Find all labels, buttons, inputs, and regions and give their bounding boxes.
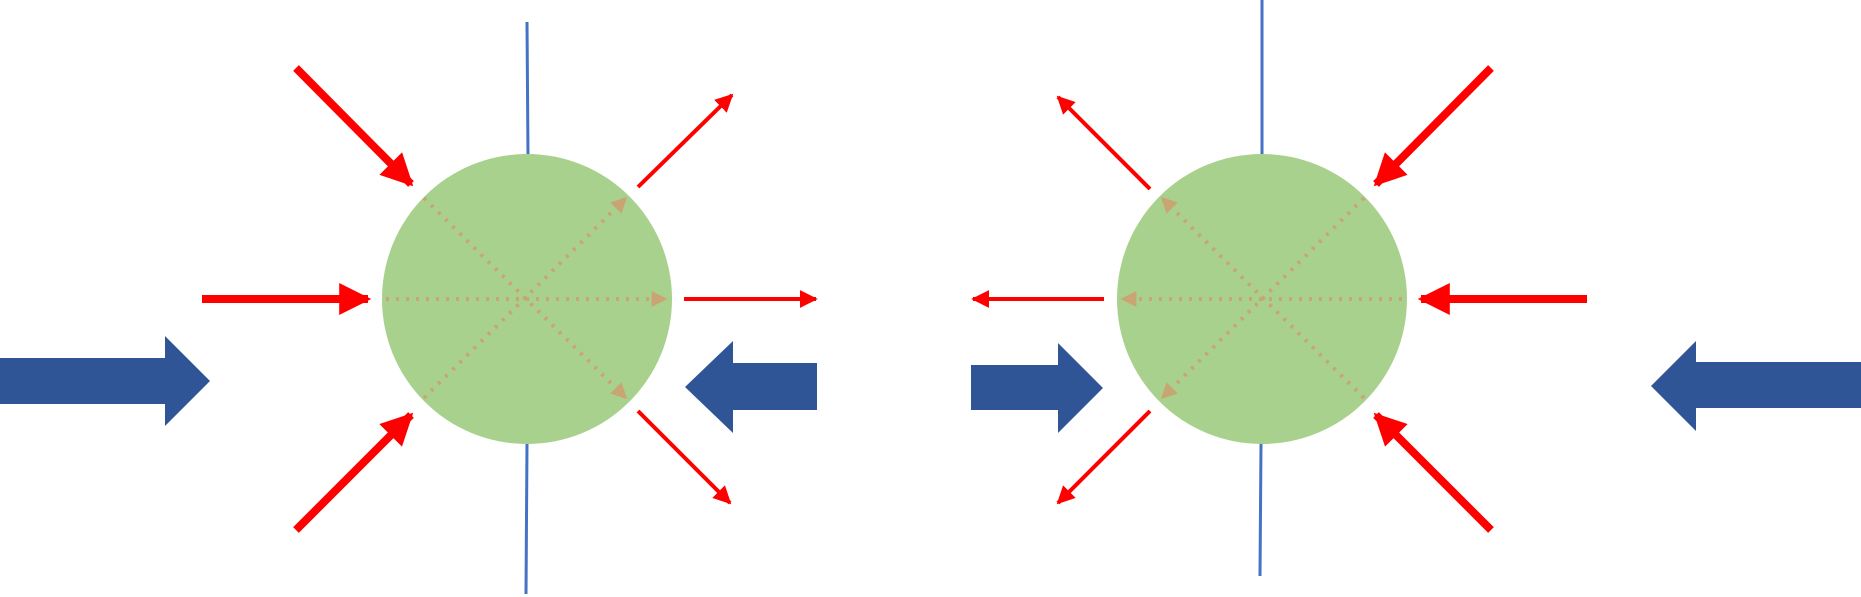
right-outward-arrow-top (1056, 95, 1152, 191)
left-push-arrow-right-pointing (0, 336, 210, 426)
right-vertical-axis-bottom (1258, 442, 1263, 577)
right-push-arrow-left-pointing (1651, 341, 1861, 431)
left-panel (0, 21, 818, 595)
left-inward-arrow-bottom (293, 412, 414, 533)
right-push-arrow-right-pointing (971, 343, 1103, 433)
left-push-arrow-left-pointing (685, 341, 817, 433)
right-dotted-diagonal-down (1160, 196, 1366, 400)
right-inward-arrow-top (1373, 65, 1494, 187)
left-inward-arrow-top (293, 65, 414, 187)
left-vertical-axis-top (525, 21, 530, 157)
left-vertical-axis-bottom (524, 442, 529, 595)
left-dotted-diagonal-down (422, 196, 628, 400)
left-dotted-arrows (386, 196, 668, 400)
right-inward-arrow-bottom (1373, 412, 1494, 533)
right-dotted-arrows (1120, 196, 1402, 400)
right-panel (971, 0, 1861, 577)
right-outward-arrow-bottom (1056, 409, 1152, 505)
left-outward-arrow-top (636, 93, 734, 189)
left-outward-arrow-bottom (636, 409, 732, 505)
